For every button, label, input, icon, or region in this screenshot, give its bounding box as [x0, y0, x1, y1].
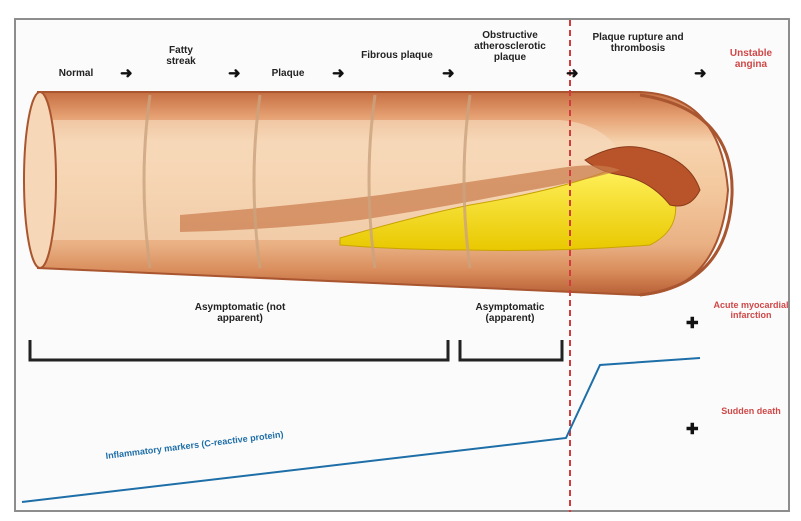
bracket-right — [460, 340, 562, 360]
plus-icon: ✚ — [686, 314, 699, 332]
bracket-label-asymptomatic-not-apparent: Asymptomatic (not apparent) — [180, 302, 300, 324]
arrow-icon: ➜ — [566, 64, 579, 82]
plus-icon: ✚ — [686, 420, 699, 438]
arrow-icon: ➜ — [694, 64, 707, 82]
outcome-label-sudden-death: Sudden death — [710, 406, 792, 416]
arrow-icon: ➜ — [442, 64, 455, 82]
stage-label-plaque-rupture: Plaque rupture and thrombosis — [588, 32, 688, 54]
outcome-label-mi: Acute myocardial infarction — [710, 300, 792, 320]
arrow-icon: ➜ — [228, 64, 241, 82]
inflammation-curve — [22, 358, 700, 502]
stage-label-normal: Normal — [48, 68, 104, 79]
stage-label-unstable-angina: Unstable angina — [718, 48, 784, 70]
stage-label-plaque: Plaque — [260, 68, 316, 79]
arrow-icon: ➜ — [120, 64, 133, 82]
stage-label-fatty-streak: Fatty streak — [158, 45, 204, 67]
stage-label-fibrous-plaque: Fibrous plaque — [360, 50, 434, 61]
bracket-label-asymptomatic-apparent: Asymptomatic (apparent) — [460, 302, 560, 324]
stage-label-obstructive-plaque: Obstructive atherosclerotic plaque — [460, 30, 560, 63]
bracket-left — [30, 340, 448, 360]
artery-opening — [24, 92, 56, 268]
arrow-icon: ➜ — [332, 64, 345, 82]
